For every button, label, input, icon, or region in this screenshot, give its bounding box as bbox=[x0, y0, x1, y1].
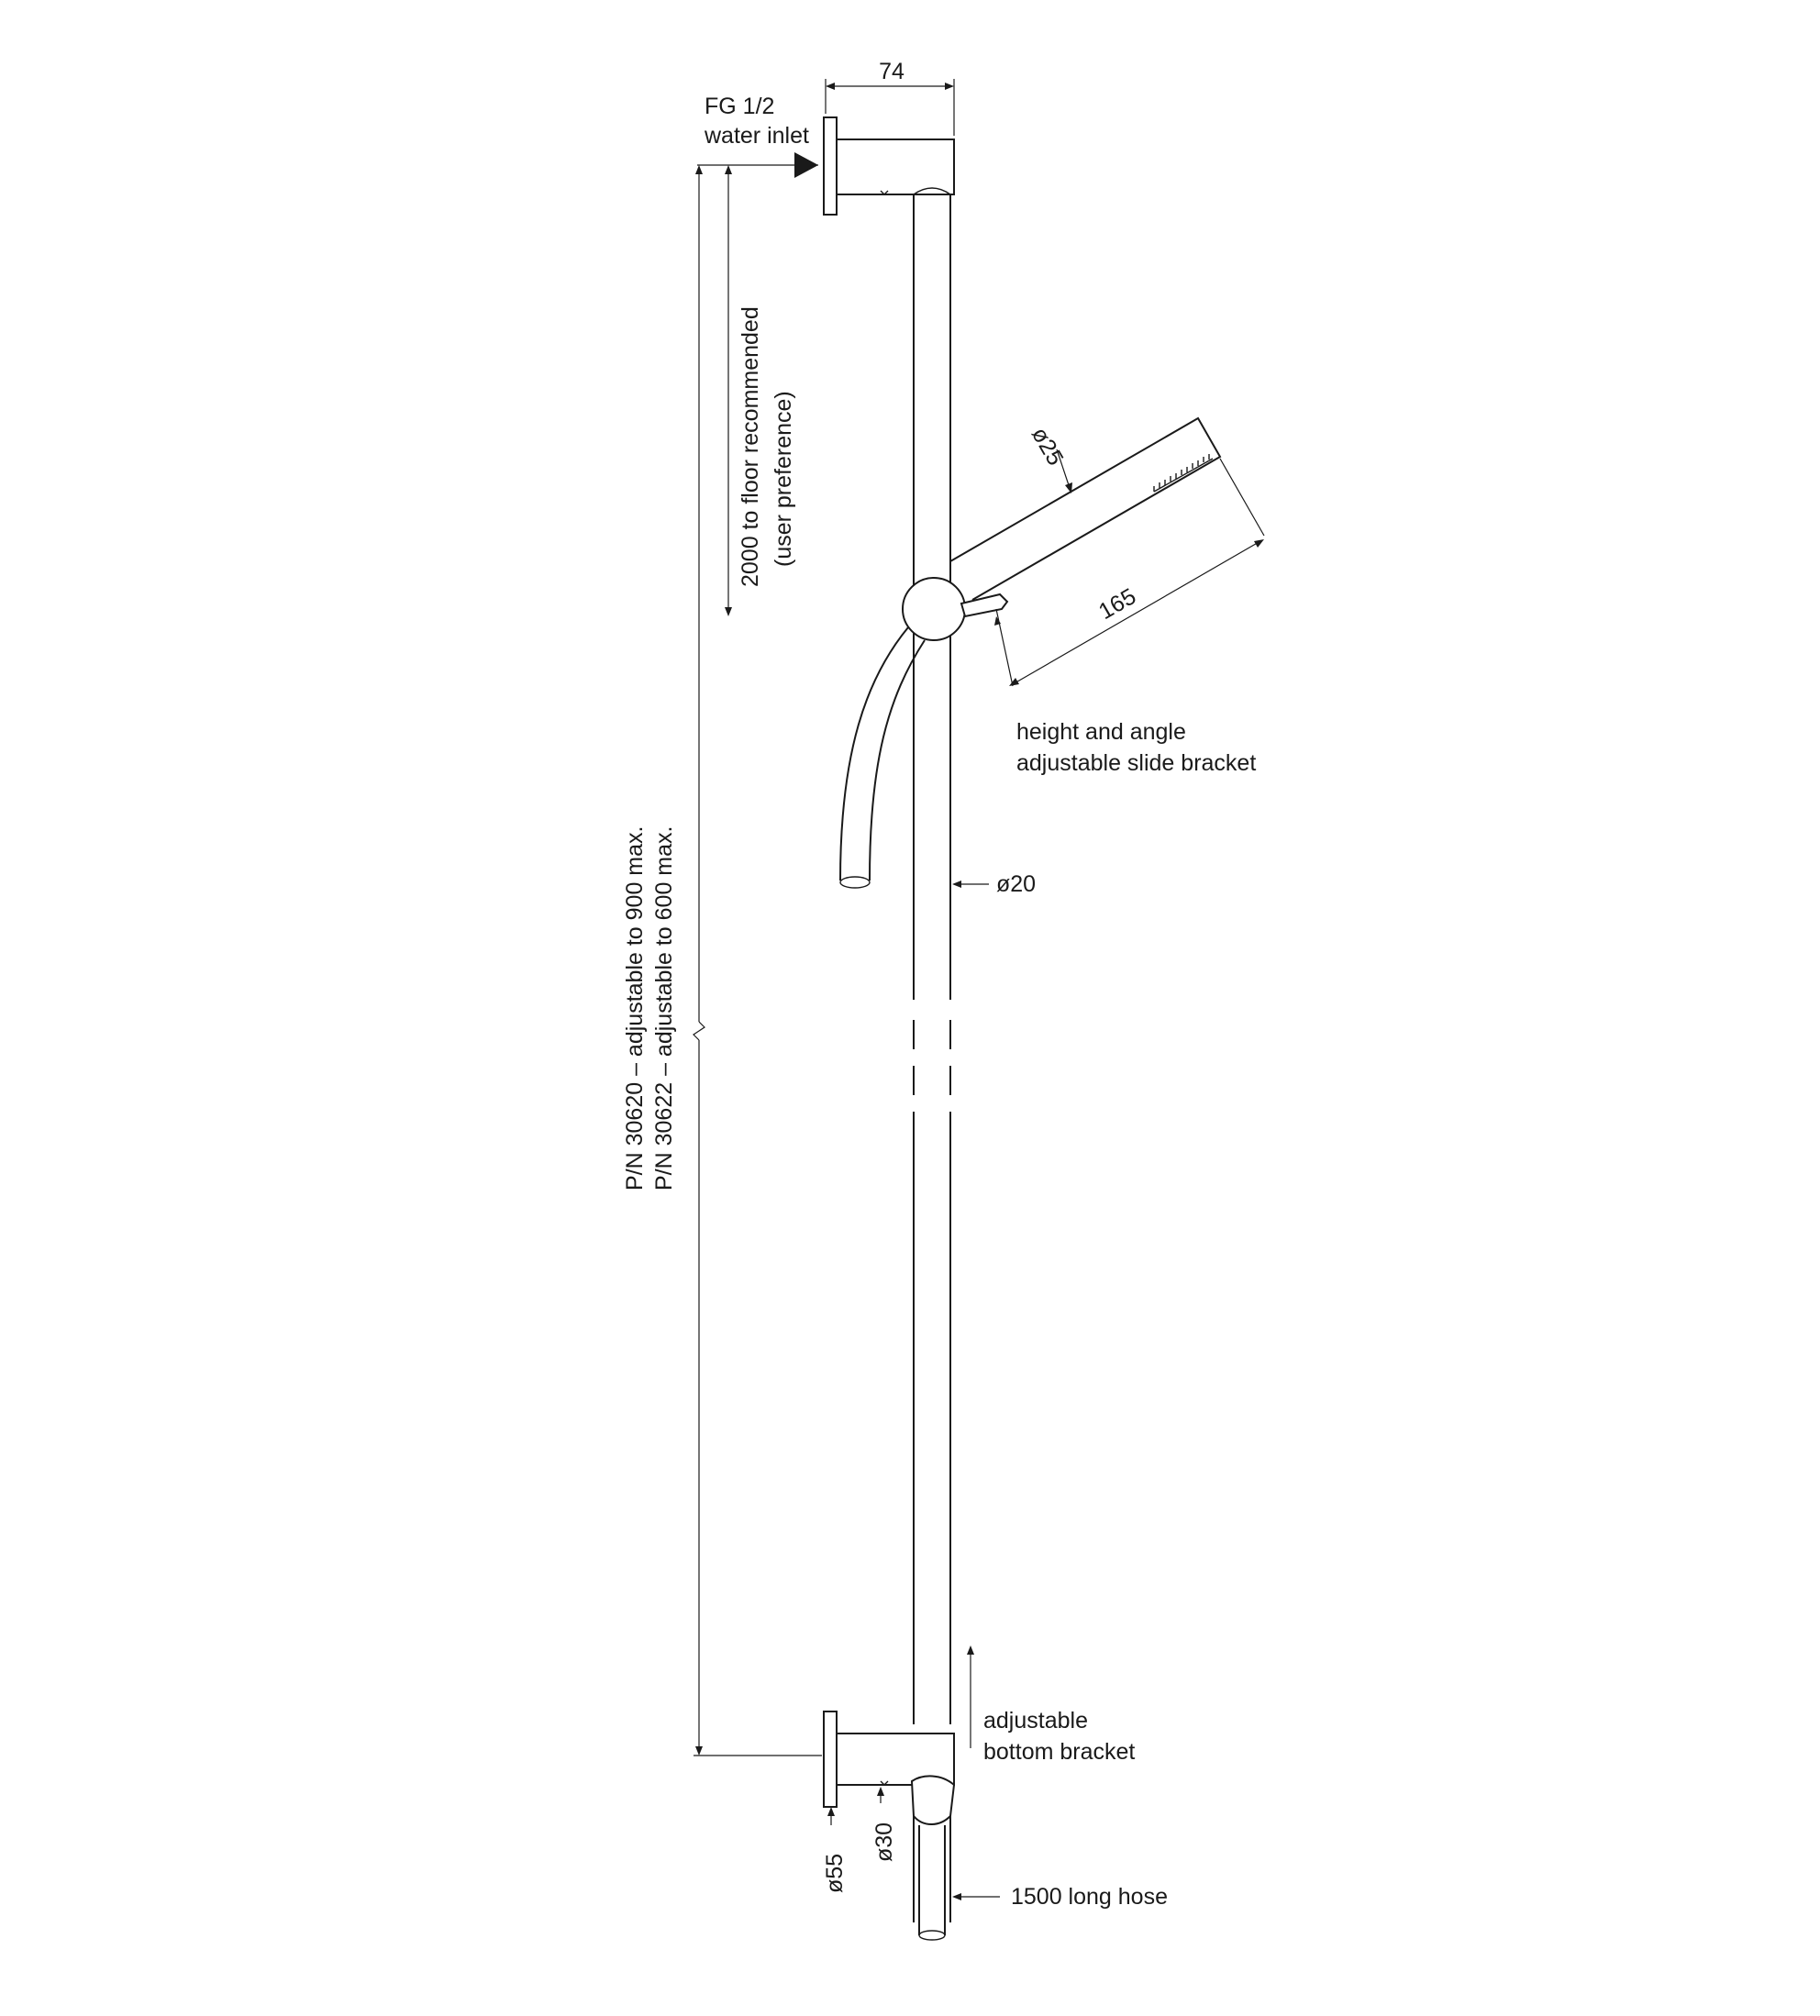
label-bracket-line2: adjustable slide bracket bbox=[1016, 750, 1256, 776]
hand-shower-head bbox=[949, 416, 1222, 601]
slide-rail bbox=[913, 187, 951, 1724]
dimension-pn-overall bbox=[693, 165, 822, 1756]
leader-rail-diameter bbox=[952, 881, 989, 888]
leader-hose bbox=[952, 1893, 1000, 1900]
label-head-diameter: ø25 bbox=[1027, 423, 1069, 470]
label-bottom-line2: bottom bracket bbox=[983, 1739, 1135, 1765]
bracket-lever bbox=[960, 593, 1009, 618]
slide-bracket bbox=[902, 577, 1009, 641]
dimension-74 bbox=[825, 79, 955, 136]
dimension-2000-floor bbox=[697, 164, 818, 616]
label-inlet-line2: water inlet bbox=[704, 123, 809, 149]
leader-connector-diameter bbox=[877, 1787, 884, 1803]
label-hose: 1500 long hose bbox=[1011, 1884, 1168, 1910]
top-flange bbox=[823, 116, 838, 216]
label-pn-line2: P/N 30622 – adjustable to 600 max. bbox=[651, 826, 677, 1191]
label-inlet-line1: FG 1/2 bbox=[705, 94, 774, 119]
label-floor-line2: (user preference) bbox=[771, 391, 796, 567]
label-width-74: 74 bbox=[879, 59, 904, 84]
shower-hose-upper bbox=[839, 626, 926, 889]
label-flange-diameter: ø55 bbox=[822, 1854, 848, 1893]
dimension-head-diameter bbox=[1056, 449, 1072, 493]
bottom-bracket bbox=[823, 1711, 956, 1825]
label-floor-line1: 2000 to floor recommended bbox=[738, 306, 763, 587]
leader-bottom-bracket bbox=[967, 1645, 974, 1748]
label-connector-diameter: ø30 bbox=[871, 1822, 897, 1862]
leader-flange-diameter bbox=[827, 1807, 835, 1825]
top-wall-bracket bbox=[823, 116, 955, 216]
bottom-flange bbox=[823, 1711, 838, 1808]
dimension-165 bbox=[994, 458, 1265, 687]
label-head-length: 165 bbox=[1094, 583, 1140, 625]
shower-hose-lower bbox=[913, 1816, 951, 1941]
top-arm bbox=[837, 138, 955, 195]
label-bottom-line1: adjustable bbox=[983, 1708, 1088, 1734]
label-rail-diameter: ø20 bbox=[996, 871, 1036, 897]
label-pn-line1: P/N 30620 – adjustable to 900 max. bbox=[622, 826, 648, 1191]
label-bracket-line1: height and angle bbox=[1016, 719, 1186, 745]
